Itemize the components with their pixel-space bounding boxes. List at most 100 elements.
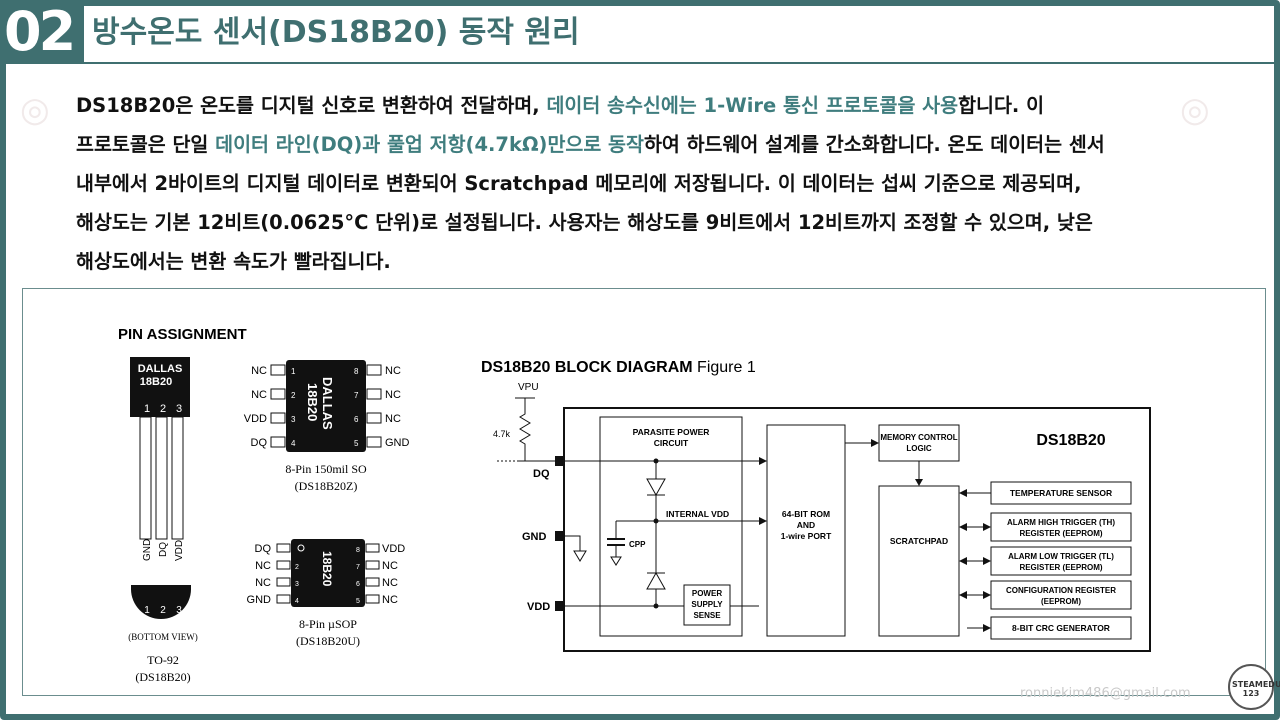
arrow-icon [959,523,967,531]
diode-icon [646,571,666,590]
section-number-box: 02 [0,0,84,64]
usop-pin [365,543,380,553]
usop-pin [276,577,291,587]
so8-pin-num: 6 [354,415,359,424]
arrow-icon [959,591,967,599]
memory-control-label: LOGIC [906,444,932,453]
datasheet-figure: PIN ASSIGNMENT DALLAS 18B20 1 2 3 GND DQ… [22,288,1266,696]
so8-pin [270,412,286,424]
gnd-pin [555,531,565,541]
so8-pin-name: NC [385,365,401,377]
so8-caption: (DS18B20Z) [295,479,358,493]
text-span: 하여 하드웨어 설계를 간소화합니다. 온도 데이터는 센서 [643,133,1105,156]
usop-pin-name: NC [382,560,398,572]
text-span: DS18B20은 온도를 디지털 신호로 변환하여 전달하며, [76,94,547,117]
usop-pin-name: VDD [382,543,405,555]
block-diagram-title-bold: DS18B20 BLOCK DIAGRAM [481,359,693,376]
usop-pin [276,543,291,553]
usop-pin [365,594,380,604]
so8-pin-num: 7 [354,391,359,400]
to92-lead [139,416,152,540]
body-line: 해상도에서는 변환 속도가 빨라집니다. [76,250,391,273]
pin-assignment-title: PIN ASSIGNMENT [118,326,247,343]
usop-pin-num: 7 [356,564,360,571]
so8-pin [366,412,382,424]
usop-pin-num: 5 [356,598,360,605]
arrow-icon [959,489,967,497]
vpu-label: VPU [518,382,539,393]
crc-generator-label: 8-BIT CRC GENERATOR [1012,623,1110,633]
body-line: DS18B20은 온도를 디지털 신호로 변환하여 전달하며, 데이터 송수신에… [76,86,1256,125]
block-diagram: DS18B20 BLOCK DIAGRAM Figure 1 DS18B20 V… [481,359,1151,652]
rom-label: 64-BIT ROM [782,509,830,519]
usop-pin-num: 6 [356,581,360,588]
usop-package: 18B20 DQ NC NC GND 2 3 4 VDD NC NC NC 8 … [247,539,405,648]
usop-pin [276,594,291,604]
to92-view-label: (BOTTOM VIEW) [128,632,197,642]
to92-package-label: TO-92 [147,653,179,667]
to92-pin-name: VDD [174,540,185,561]
resistor-label: 4.7k [493,429,511,439]
usop-body [291,539,365,607]
so8-caption: 8-Pin 150mil SO [285,462,367,476]
highlight-text: 데이터 라인(DQ)과 풀업 저항(4.7kΩ)만으로 동작 [215,133,644,156]
arrow-icon [983,523,991,531]
config-register-label: (EEPROM) [1041,597,1081,606]
to92-lead [171,416,184,540]
to92-bottom-pin: 3 [176,605,182,616]
dq-pin [555,456,565,466]
so8-body [286,360,366,452]
diode-icon [646,478,666,497]
so8-pin-name: NC [385,413,401,425]
usop-caption: (DS18B20U) [296,634,360,648]
arrow-icon [759,457,767,465]
so8-pin-name: NC [251,389,267,401]
so8-pin-num: 8 [354,367,359,376]
alarm-high-label: REGISTER (EEPROM) [1019,529,1102,538]
section-number: 02 [4,0,76,63]
usop-pin-name: GND [247,594,272,606]
so8-pin-name: NC [385,389,401,401]
scratchpad-label: SCRATCHPAD [890,536,948,546]
usop-pin-num: 4 [295,598,299,605]
so8-pin-num: 4 [291,439,296,448]
power-supply-sense-box [683,584,731,626]
block-diagram-title: DS18B20 BLOCK DIAGRAM Figure 1 [481,359,756,376]
author-email: ronniekim486@gmail.com [1020,686,1191,701]
usop-pin-num: 8 [356,547,360,554]
datasheet-drawing: PIN ASSIGNMENT DALLAS 18B20 1 2 3 GND DQ… [118,326,1151,684]
so8-pin-name: DQ [251,437,268,449]
text-span: 합니다. 이 [958,94,1045,117]
watermark-logo-icon: ◎ [20,90,50,130]
rom-label: 1-wire PORT [781,531,832,541]
usop-pin1-dot [297,544,305,552]
usop-part: 18B20 [320,551,334,587]
chip-outline [563,407,1151,652]
scratchpad-box [878,485,960,637]
alarm-low-label: ALARM LOW TRIGGER (TL) [1008,552,1114,561]
watermark-logo-icon: ◎ [1180,90,1210,130]
arrow-icon [915,479,923,486]
usop-pin-num: 3 [295,581,299,588]
block-diagram-title-rest: Figure 1 [693,359,756,376]
memory-control-box [878,424,960,462]
arrow-icon [959,557,967,565]
so8-pin-num: 2 [291,391,296,400]
pullup-resistor [519,398,531,461]
body-line: 해상도는 기본 12비트(0.0625°C 단위)로 설정됩니다. 사용자는 해… [76,211,1093,234]
so8-pin [270,388,286,400]
junction-dot [653,603,659,609]
to92-bottom-shape [131,589,191,619]
so8-pin [366,364,382,376]
rom-label: AND [797,520,815,530]
so8-package: DALLAS 18B20 NC NC VDD DQ 1 2 3 4 NC NC … [244,360,410,493]
temperature-sensor-label: TEMPERATURE SENSOR [1010,488,1112,498]
to92-pin-num: 1 [144,403,150,415]
power-sense-label: POWER [692,589,722,598]
header: 02 방수온도 센서(DS18B20) 동작 원리 [0,0,1280,64]
to92-pin-num: 2 [160,403,166,415]
chip-name: DS18B20 [1036,432,1105,449]
so8-pin [366,388,382,400]
to92-lead [155,416,168,540]
dq-label: DQ [533,468,550,480]
